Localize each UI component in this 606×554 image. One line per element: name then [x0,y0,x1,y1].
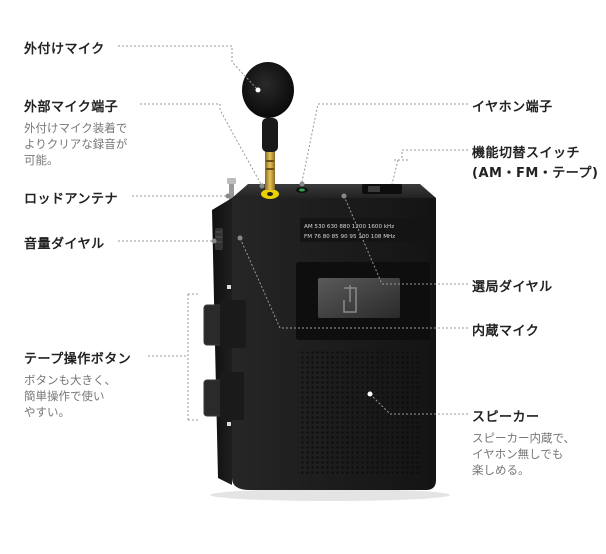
speaker-grille [298,350,420,476]
external-microphone [242,62,294,190]
external-mic-title: 外付けマイク [24,42,105,57]
speaker-title: スピーカー [472,410,540,425]
volume-dial [215,228,223,250]
earphone-jack [296,187,308,193]
builtin-mic-title: 内蔵マイク [472,324,540,339]
tape-buttons-title: テープ操作ボタン [24,352,132,367]
tuning-dial-title: 選局ダイヤル [472,280,553,295]
tape-buttons-desc: ボタンも大きく、 簡単操作で使い やすい。 [24,373,116,419]
leader-lines [118,45,468,421]
cassette-window [296,262,430,340]
earphone-jack-title: イヤホン端子 [472,100,553,115]
shadow [210,489,450,501]
volume-dial-title: 音量ダイヤル [24,237,105,252]
mic-jack [261,189,279,199]
rod-antenna-title: ロッドアンテナ [24,192,118,207]
am-scale-text: AM 530 630 880 1200 1600 kHz [304,224,394,230]
fm-scale-text: FM 76 80 85 90 95 100 108 MHz [304,234,395,240]
speaker-desc: スピーカー内蔵で、 イヤホン無しでも 楽しめる。 [472,431,576,477]
function-switch-subtitle: (AM・FM・テープ) [472,166,599,181]
mic-jack-desc: 外付けマイク装着で よりクリアな録音が 可能。 [24,121,128,167]
tape-buttons [203,285,246,426]
function-switch [362,184,402,194]
rod-antenna [227,178,236,200]
radio-scale: AM 530 630 880 1200 1600 kHz FM 76 80 85… [300,218,428,242]
function-switch-title: 機能切替スイッチ [472,146,581,161]
mic-jack-title: 外部マイク端子 [24,100,119,115]
